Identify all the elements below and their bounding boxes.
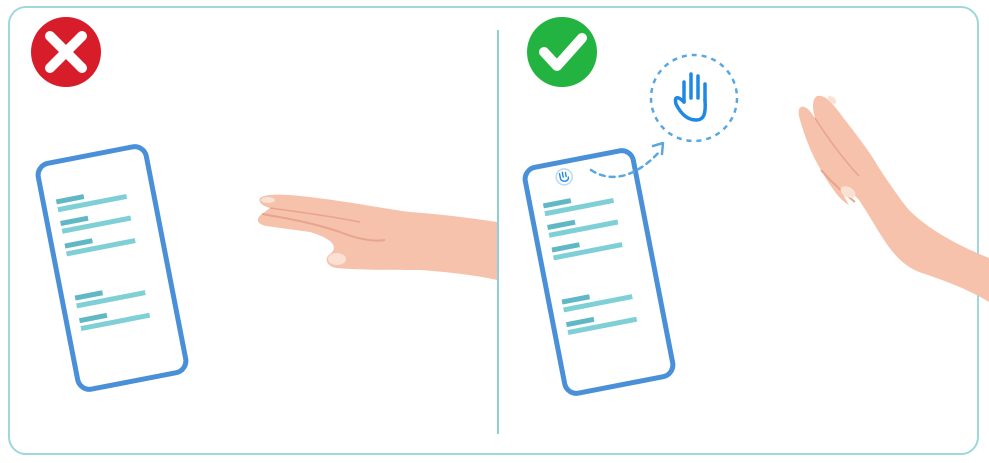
phone-illustration xyxy=(523,149,675,396)
correct-scene xyxy=(499,0,989,463)
raised-hand-icon xyxy=(651,55,737,141)
hand-raised-illustration xyxy=(799,94,989,302)
hand-flat-illustration xyxy=(258,195,497,280)
cross-icon xyxy=(31,17,101,87)
correct-panel xyxy=(499,0,989,463)
incorrect-scene xyxy=(0,0,497,463)
phone-illustration xyxy=(36,145,188,392)
incorrect-panel xyxy=(0,0,497,463)
check-icon xyxy=(527,17,597,87)
